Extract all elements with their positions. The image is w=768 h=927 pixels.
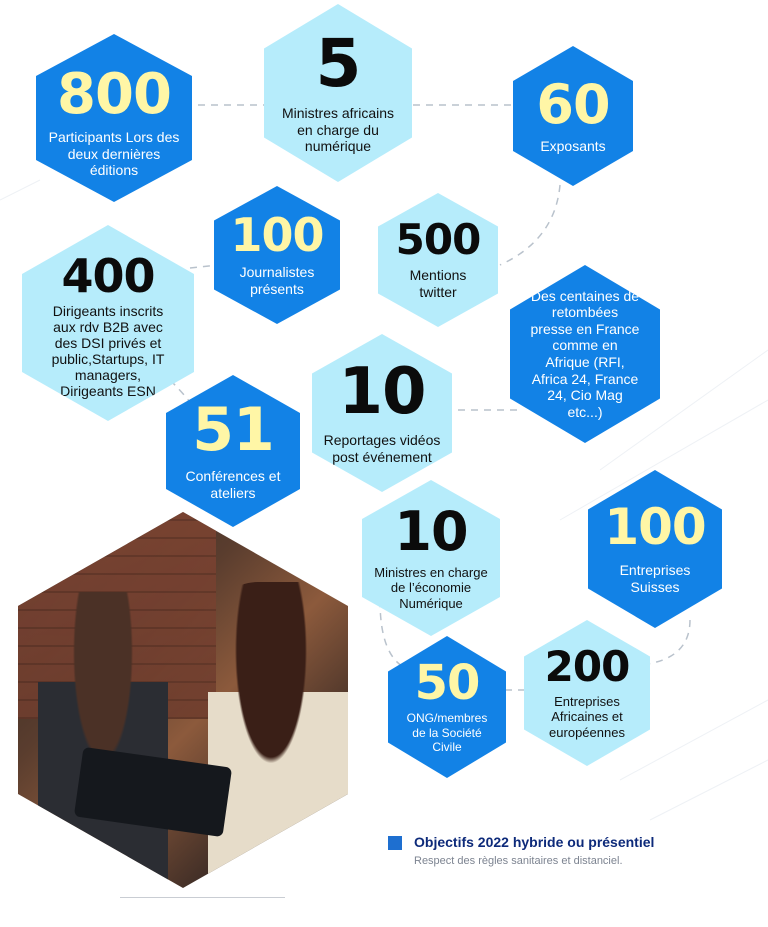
legend-title: Objectifs 2022 hybride ou présentiel: [414, 834, 655, 850]
legend-subtitle: Respect des règles sanitaires et distanc…: [414, 855, 623, 867]
stat-hex-conferences: 51 Conférences et ateliers: [166, 375, 300, 527]
footer-divider: [120, 897, 285, 898]
stat-hex-reportages-videos: 10 Reportages vidéos post événement: [312, 334, 452, 492]
stat-number: 51: [192, 395, 274, 466]
stat-number: 500: [395, 215, 482, 265]
page-title-fragment: [300, 0, 640, 12]
stat-number: 200: [544, 641, 631, 691]
connector-100-400: [189, 264, 219, 269]
stat-number: 10: [338, 355, 426, 430]
stat-label: Des centaines de retombées presse en Fra…: [530, 287, 640, 420]
stat-number: 50: [414, 655, 481, 712]
stat-label: Participants Lors des deux dernières édi…: [48, 128, 180, 179]
stat-number: 400: [61, 248, 155, 303]
stat-label: Conférences et ateliers: [185, 468, 281, 501]
stat-hex-journalistes: 100 Journalistes présents: [214, 186, 340, 324]
stat-hex-ministres-economie: 10 Ministres en charge de l’économie Num…: [362, 480, 500, 636]
connector-60-500: [499, 184, 561, 266]
stat-number: 800: [57, 61, 172, 127]
stat-number: 5: [315, 24, 362, 102]
stat-label: Exposants: [540, 137, 606, 154]
stat-label: Entreprises Africaines et européennes: [549, 693, 625, 740]
stat-number: 100: [604, 498, 706, 557]
stat-number: 10: [394, 499, 468, 563]
stat-label: Journalistes présents: [239, 264, 315, 297]
stat-label: Ministres en charge de l’économie Numéri…: [374, 564, 488, 611]
stat-label: Ministres africains en charge du numériq…: [281, 104, 395, 155]
stat-label: Entreprises Suisses: [619, 562, 691, 595]
stat-hex-ong: 50 ONG/membres de la Société Civile: [388, 636, 506, 778]
stat-label: ONG/membres de la Société Civile: [406, 711, 488, 755]
stat-label: Dirigeants inscrits aux rdv B2B avec des…: [51, 302, 165, 400]
stat-label: Mentions twitter: [409, 267, 467, 300]
legend-square-icon: [388, 836, 402, 850]
stat-number: 60: [536, 72, 610, 136]
stat-label: Reportages vidéos post événement: [323, 432, 441, 465]
stat-hex-participants: 800 Participants Lors des deux dernières…: [36, 34, 192, 202]
stat-number: 100: [230, 208, 324, 263]
